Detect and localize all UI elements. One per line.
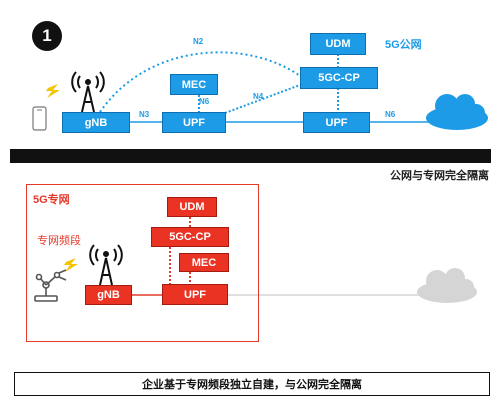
private-network-label: 5G专网 [33, 194, 70, 206]
interface-label-n4: N4 [253, 92, 264, 101]
phone-icon [32, 106, 47, 131]
public-cloud-icon [426, 94, 488, 130]
bottom-caption: 企业基于专网频段独立自建，与公网完全隔离 [14, 372, 490, 396]
interface-label-n6-mec: N6 [199, 97, 210, 106]
inactive-cloud-icon [417, 268, 477, 303]
public-core-node: 5GC-CP [300, 67, 378, 89]
private-cell-tower-icon [89, 244, 123, 286]
public-network-label: 5G公网 [385, 39, 422, 51]
private-network-frame [26, 184, 259, 342]
lightning-icon [46, 84, 60, 98]
public-udm-node: UDM [310, 33, 366, 55]
cell-tower-icon [71, 71, 105, 113]
step-number-badge: 1 [32, 21, 62, 51]
robot-arm-icon [34, 269, 67, 302]
private-core-node: 5GC-CP [151, 227, 229, 247]
isolation-divider-text: 公网与专网完全隔离 [390, 170, 489, 182]
private-gnb-node: gNB [85, 285, 132, 305]
interface-label-n2: N2 [193, 37, 204, 46]
private-udm-node: UDM [167, 197, 217, 217]
interface-label-n6-cloud: N6 [385, 110, 396, 119]
public-upf-local-node: UPF [162, 112, 226, 133]
interface-label-n3: N3 [139, 110, 150, 119]
private-mec-node: MEC [179, 253, 229, 272]
upf-core-n4 [224, 84, 301, 114]
private-lightning-icon [64, 258, 78, 272]
private-band-label: 专网频段 [37, 235, 81, 247]
public-gnb-node: gNB [62, 112, 130, 133]
private-upf-node: UPF [162, 284, 228, 305]
isolation-divider [10, 149, 491, 163]
public-mec-node: MEC [170, 74, 218, 95]
public-upf-central-node: UPF [303, 112, 370, 133]
gnb-core-n2 [99, 51, 301, 113]
